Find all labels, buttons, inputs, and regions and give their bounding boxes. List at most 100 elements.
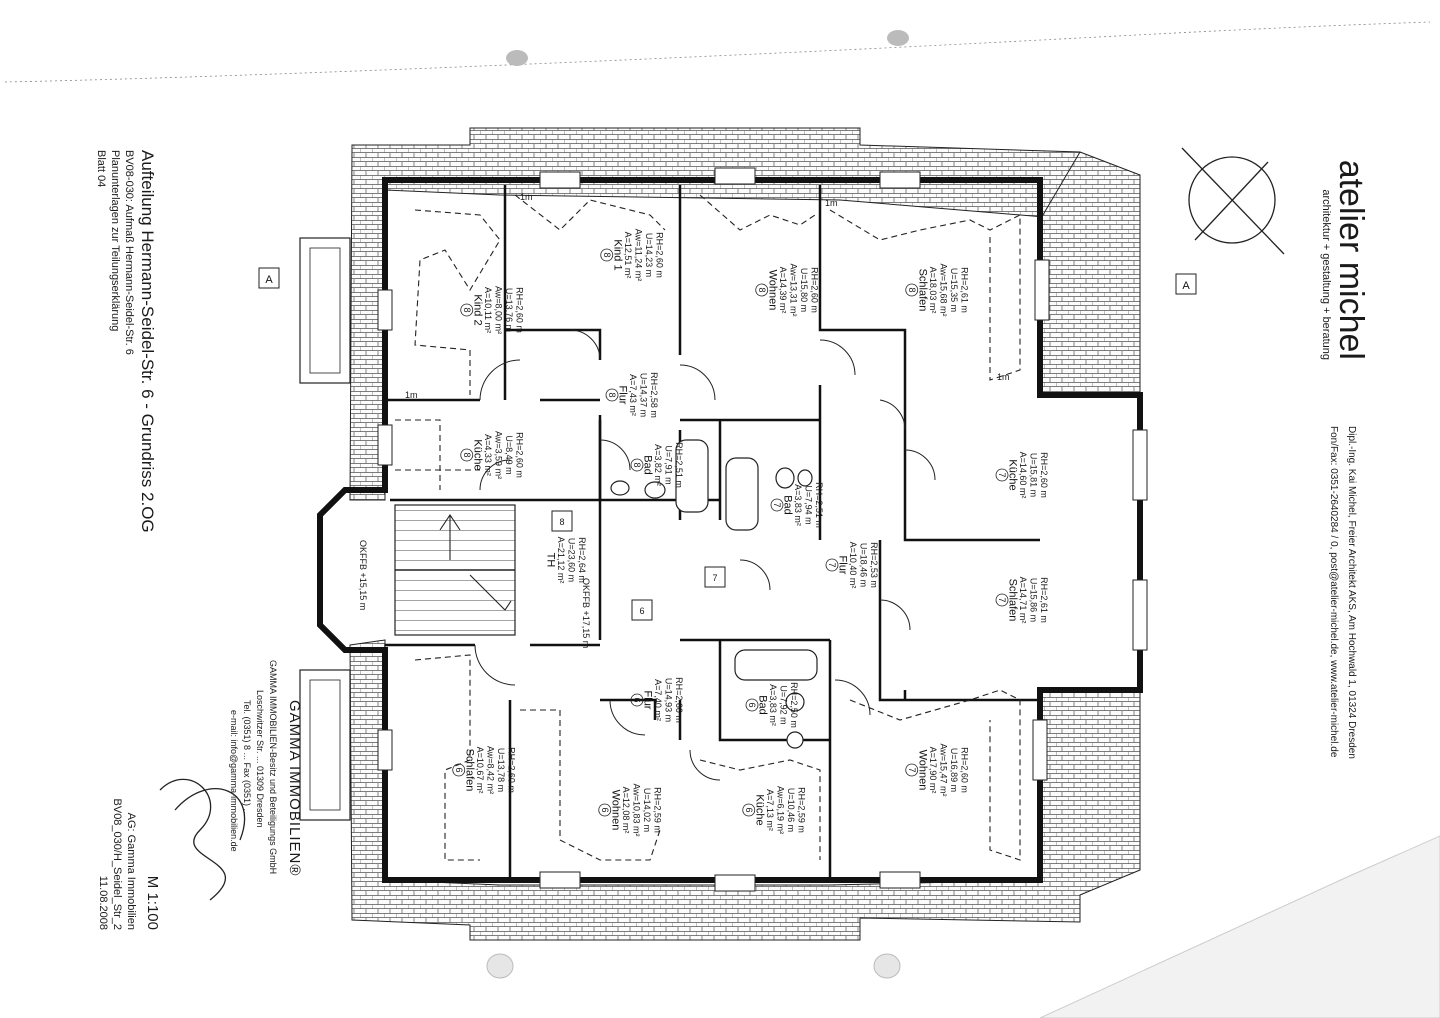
room-metric: RH=2,60 m — [1039, 452, 1049, 498]
room-metric: A=21,12 m² — [556, 537, 566, 584]
room-metric: Aw=8,00 m² — [493, 286, 503, 334]
office-tagline: architektur + gestaltung + beratung — [1320, 189, 1332, 360]
room-metric: Aw=6,19 m² — [775, 786, 785, 834]
unit-circle — [745, 698, 759, 712]
bathtub-icon — [725, 457, 759, 531]
svg-text:1m: 1m — [997, 372, 1010, 382]
room-unit-number: 6 — [747, 702, 757, 707]
balcony-south — [299, 669, 351, 821]
room-unit-number: 7 — [997, 597, 1007, 602]
room-metric: U=14,37 m — [639, 373, 649, 417]
room-metric: RH=2,51 m — [674, 442, 684, 488]
unit-circle — [755, 283, 769, 297]
title-block: Aufteilung Hermann-Seidel-Str. 6 - Grund… — [95, 150, 161, 930]
stamp-name: GAMMA IMMOBILIEN® — [286, 700, 303, 876]
room-metric: RH=2,60 m — [654, 232, 664, 278]
room-metric: U=14,23 m — [644, 233, 654, 277]
room-name: Küche — [753, 794, 765, 825]
unit-circle — [742, 803, 756, 817]
room-metric: RH=2,59 m — [652, 787, 662, 833]
room-metric: U=15,80 m — [799, 268, 809, 312]
svg-text:1m: 1m — [520, 192, 533, 202]
room-metric: RH=2,50 m — [789, 682, 799, 728]
room-unit-number: 8 — [462, 307, 472, 312]
office-name: atelier michel — [1332, 160, 1370, 360]
stair-mark: 8 — [551, 510, 573, 532]
sill-mark: 1m 1m 1m 1m — [405, 192, 1010, 400]
room-metric: A=3,83 m² — [768, 684, 778, 726]
unit-circle — [995, 468, 1009, 482]
unit-circle — [770, 498, 784, 512]
punch-hole — [873, 953, 901, 979]
sheet-number: Blatt 04 — [95, 150, 107, 187]
plan-subtitle: BV08-030: Aufmaß Hermann-Seidel-Str. 6 — [123, 150, 135, 355]
office-address: Dipl.-Ing. Kai Michel, Freier Architekt … — [1346, 426, 1357, 759]
room-metric: RH=2,60 m — [959, 747, 969, 793]
door-icon — [879, 399, 906, 431]
client-label: AG: Gamma Immobilien — [125, 813, 137, 930]
stair-mark: 6 — [631, 599, 653, 621]
svg-text:1m: 1m — [825, 198, 838, 208]
room-metric: U=15,81 m — [1029, 453, 1039, 497]
room-metric: Aw=11,24 m² — [633, 229, 643, 281]
sink-icon — [786, 731, 804, 749]
toilet-icon — [775, 467, 795, 489]
room-metric: A=3,82 m² — [653, 444, 663, 486]
plan-title: Aufteilung Hermann-Seidel-Str. 6 - Grund… — [138, 150, 157, 533]
room-name: Kind 1 — [611, 239, 623, 270]
room-unit-number: 8 — [907, 287, 917, 292]
room-metric: A=10,40 m² — [848, 542, 858, 589]
room-metric: A=10,67 m² — [475, 747, 485, 794]
punch-hole — [486, 953, 514, 979]
room-metric: Aw=13,31 m² — [788, 263, 798, 316]
room-unit-number: 6 — [454, 767, 464, 772]
room-unit-number: 8 — [602, 252, 612, 257]
room-metric: U=7,91 m — [664, 445, 674, 484]
room-metric: U=14,93 m — [664, 678, 674, 722]
room-unit-number: 8 — [607, 392, 617, 397]
room-metric: A=10,11 m² — [483, 287, 493, 333]
room-name: Wohnen — [766, 270, 778, 311]
plan-date: 11.08.2008 — [97, 876, 109, 930]
room-metric: A=12,51 m² — [623, 232, 633, 279]
unit-circle — [460, 448, 474, 462]
room-metric: A=18,03 m² — [928, 267, 938, 314]
unit-circle — [460, 303, 474, 317]
room-name: Küche — [471, 439, 483, 470]
svg-text:OKFFB +15,15 m: OKFFB +15,15 m — [358, 540, 368, 610]
room-metric: U=14,02 m — [642, 788, 652, 832]
scan-edge — [4, 21, 1440, 1018]
room-name: Bad — [757, 695, 769, 715]
north-arrow-icon — [1181, 147, 1285, 255]
company-stamp: GAMMA IMMOBILIEN® GAMMA IMMOBILIEN-Besit… — [159, 660, 303, 901]
room-metric: U=8,49 m — [504, 435, 514, 474]
svg-text:A: A — [265, 274, 273, 286]
room-metric: RH=2,61 m — [1039, 577, 1049, 623]
punch-hole — [506, 50, 528, 66]
door-icon — [904, 449, 936, 481]
room-unit-number: 8 — [462, 452, 472, 457]
room-name: Schlafen — [916, 269, 928, 312]
room-name: Flur — [617, 386, 629, 405]
room-name: Wohnen — [916, 750, 928, 791]
unit-circle — [452, 763, 466, 777]
room-metric: RH=2,60 m — [674, 677, 684, 723]
room-name: Bad — [782, 495, 794, 515]
room-name: Schlafen — [1007, 579, 1019, 622]
unit-circle — [605, 388, 619, 402]
unit-circle — [905, 283, 919, 297]
room-metric: RH=2,51 m — [814, 482, 824, 528]
room-metric: A=17,90 m² — [928, 747, 938, 794]
room-metric: U=10,46 m — [786, 788, 796, 832]
